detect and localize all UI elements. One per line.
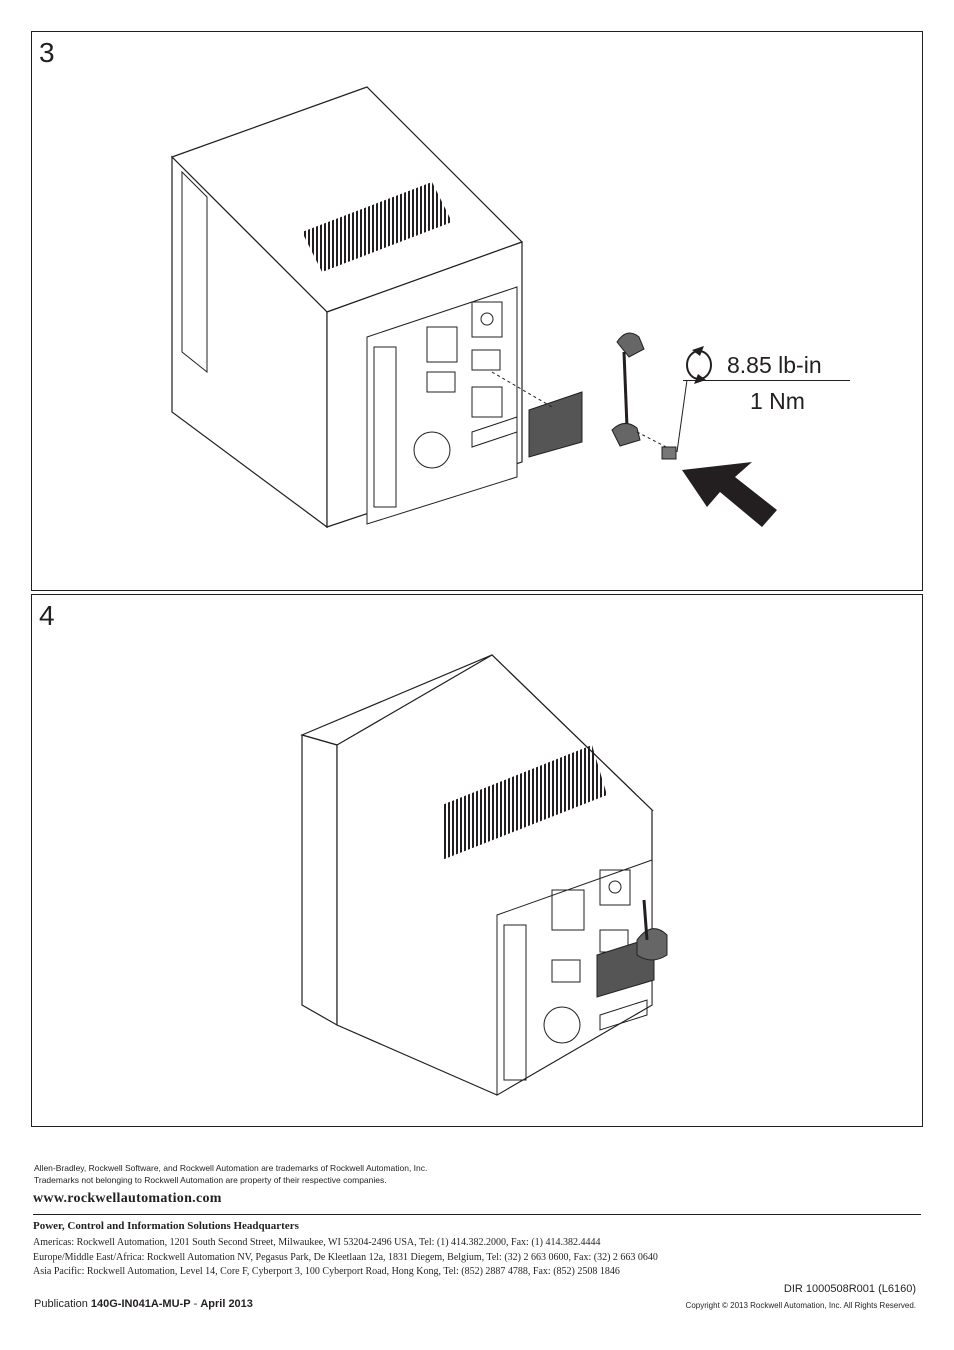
copyright: Copyright © 2013 Rockwell Automation, In… bbox=[685, 1301, 916, 1310]
publication-number: 140G-IN041A-MU-P bbox=[90, 1298, 191, 1310]
step-4-panel: 4 bbox=[31, 594, 923, 1127]
address-apac: Asia Pacific: Rockwell Automation, Level… bbox=[33, 1266, 620, 1277]
address-emea: Europe/Middle East/Africa: Rockwell Auto… bbox=[33, 1252, 658, 1263]
rotate-arrows-icon bbox=[686, 346, 712, 384]
breaker-illustration-step4 bbox=[300, 654, 668, 1096]
dir-number: DIR 1000508R001 (L6160) bbox=[783, 1283, 916, 1295]
publication-line: Publication 140G-IN041A-MU-P - April 201… bbox=[34, 1298, 253, 1310]
hq-title: Power, Control and Information Solutions… bbox=[33, 1220, 299, 1232]
publication-separator: - bbox=[193, 1298, 198, 1310]
torque-nm-label: 1 Nm bbox=[750, 388, 805, 414]
push-arrow-icon bbox=[682, 462, 777, 527]
torque-leader-line bbox=[683, 380, 850, 381]
step-number: 4 bbox=[39, 600, 55, 631]
step-number: 3 bbox=[39, 37, 55, 68]
website-link[interactable]: www.rockwellautomation.com bbox=[33, 1191, 222, 1206]
address-americas: Americas: Rockwell Automation, 1201 Sout… bbox=[33, 1237, 601, 1248]
step-3-panel: 3 bbox=[31, 31, 923, 591]
breaker-illustration-step3 bbox=[170, 86, 688, 529]
publication-prefix: Publication bbox=[34, 1298, 88, 1310]
footer-divider bbox=[33, 1214, 921, 1215]
trademark-line-1: Allen-Bradley, Rockwell Software, and Ro… bbox=[34, 1163, 428, 1173]
publication-date: April 2013 bbox=[200, 1298, 253, 1310]
torque-lbin-label: 8.85 lb-in bbox=[727, 352, 822, 378]
trademark-line-2: Trademarks not belonging to Rockwell Aut… bbox=[34, 1175, 387, 1185]
